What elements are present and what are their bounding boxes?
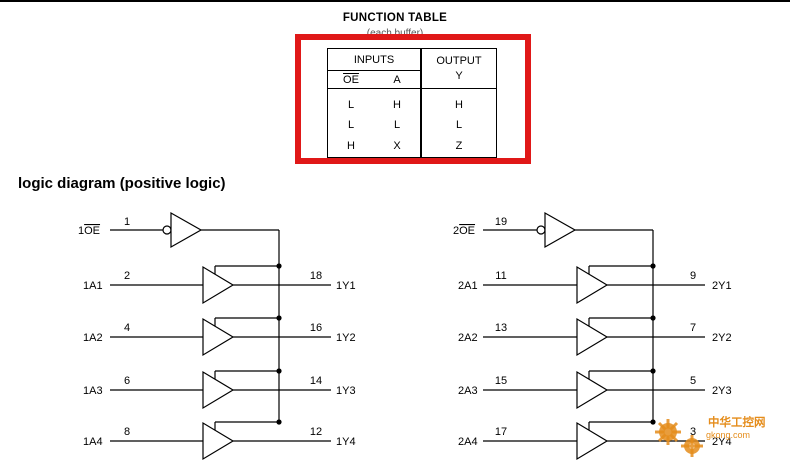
section-title: logic diagram (positive logic) [18, 175, 226, 192]
cell-a: X [374, 135, 422, 158]
junction-dot [276, 368, 282, 374]
junction-dot [276, 263, 282, 269]
oe-pin-number: 1 [124, 216, 130, 228]
cell-y: L [421, 114, 497, 136]
oe-buffer-triangle [170, 211, 203, 249]
cell-oe: H [327, 135, 374, 158]
input-label: 1A2 [83, 332, 103, 344]
input-pin-number: 2 [124, 270, 130, 282]
input-pin-number: 11 [495, 270, 506, 282]
inverter-bubble [162, 225, 172, 235]
watermark-text: 中华工控网 [708, 417, 766, 429]
input-pin-number: 15 [495, 375, 507, 387]
junction-dot [650, 368, 656, 374]
col-oe-label: OE [343, 73, 359, 86]
oe-buffer-triangle [544, 211, 577, 249]
output-pin-number: 7 [690, 322, 696, 334]
col-y-header: Y [455, 70, 463, 82]
buffer-triangle [202, 317, 235, 357]
function-table: INPUTS OUTPUT Y OE A L H H L L L H X Z [327, 48, 497, 158]
junction-dot [650, 315, 656, 321]
output-label: 2Y4 [712, 436, 732, 448]
buffer-triangle [576, 370, 609, 410]
output-pin-number: 14 [310, 375, 322, 387]
oe-label: 1OE [78, 225, 100, 237]
output-label: 1Y2 [336, 332, 356, 344]
gear-icon [655, 419, 703, 457]
output-pin-number: 9 [690, 270, 696, 282]
buffer-triangle [202, 265, 235, 305]
output-header: OUTPUT [436, 55, 482, 67]
output-pin-number: 18 [310, 270, 322, 282]
buffer-triangle [202, 421, 235, 461]
output-label: 2Y3 [712, 385, 732, 397]
oe-overline-text: OE [84, 225, 100, 237]
output-label: 2Y2 [712, 332, 732, 344]
buffer-triangle [576, 421, 609, 461]
buffer-triangle [576, 265, 609, 305]
junction-dot [650, 263, 656, 269]
input-label: 1A3 [83, 385, 103, 397]
output-label: 1Y4 [336, 436, 356, 448]
buffer-triangle [576, 317, 609, 357]
output-pin-number: 16 [310, 322, 322, 334]
cell-y: H [421, 88, 497, 115]
input-label: 2A2 [458, 332, 478, 344]
input-pin-number: 4 [124, 322, 130, 334]
function-table-title: FUNCTION TABLE [342, 12, 448, 24]
cell-a: H [374, 88, 422, 115]
table-row: L L L [327, 114, 497, 136]
input-pin-number: 17 [495, 426, 507, 438]
cell-a: L [374, 114, 422, 136]
top-rule [0, 0, 790, 2]
junction-dot [650, 419, 656, 425]
inputs-header: INPUTS [327, 48, 422, 71]
table-row: H X Z [327, 135, 497, 158]
cell-y: Z [421, 135, 497, 158]
junction-dot [276, 419, 282, 425]
oe-overline-text: OE [459, 225, 475, 237]
input-pin-number: 6 [124, 375, 130, 387]
oe-prefix: 2 [453, 225, 459, 237]
output-pin-number: 12 [310, 426, 322, 438]
cell-oe: L [327, 88, 374, 115]
input-label: 1A1 [83, 280, 103, 292]
col-oe-header: OE [327, 70, 374, 89]
output-label: 1Y1 [336, 280, 356, 292]
junction-dot [276, 315, 282, 321]
buffer-triangle [202, 370, 235, 410]
input-label: 2A1 [458, 280, 478, 292]
input-label: 1A4 [83, 436, 103, 448]
output-pin-number: 3 [690, 426, 696, 438]
output-label: 2Y1 [712, 280, 732, 292]
output-header-cell: OUTPUT Y [420, 48, 497, 89]
highlight-box [295, 34, 531, 164]
oe-pin-number: 19 [495, 216, 507, 228]
function-table-subtitle: (each buffer) [366, 28, 424, 39]
input-label: 2A4 [458, 436, 478, 448]
input-pin-number: 13 [495, 322, 507, 334]
oe-label: 2OE [453, 225, 475, 237]
watermark-subtext: gkong.com [706, 430, 751, 440]
oe-prefix: 1 [78, 225, 84, 237]
col-a-header: A [374, 70, 422, 89]
cell-oe: L [327, 114, 374, 136]
table-row: L H H [327, 88, 497, 115]
input-label: 2A3 [458, 385, 478, 397]
inverter-bubble [536, 225, 546, 235]
output-label: 1Y3 [336, 385, 356, 397]
output-pin-number: 5 [690, 375, 696, 387]
input-pin-number: 8 [124, 426, 130, 438]
